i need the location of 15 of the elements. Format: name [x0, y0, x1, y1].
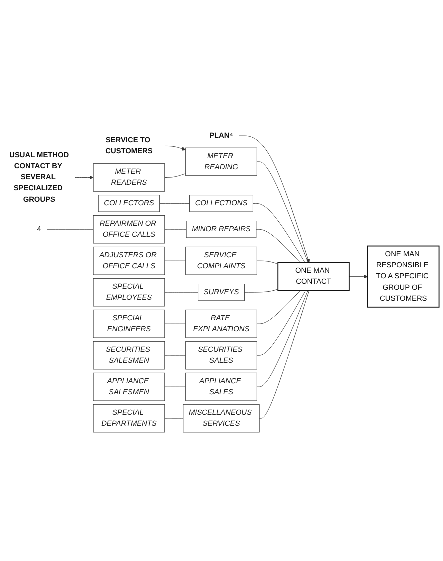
connector [256, 261, 278, 265]
connector [164, 261, 186, 262]
connector [256, 290, 306, 356]
connector [256, 290, 308, 388]
connector [164, 387, 186, 388]
connector [256, 162, 309, 264]
connector [259, 290, 310, 420]
connector [164, 418, 184, 420]
connector [164, 324, 186, 325]
connector [252, 204, 306, 264]
connector [164, 292, 199, 294]
connector [256, 230, 301, 264]
connector [244, 290, 278, 294]
connector [164, 174, 186, 178]
connector [256, 290, 301, 325]
